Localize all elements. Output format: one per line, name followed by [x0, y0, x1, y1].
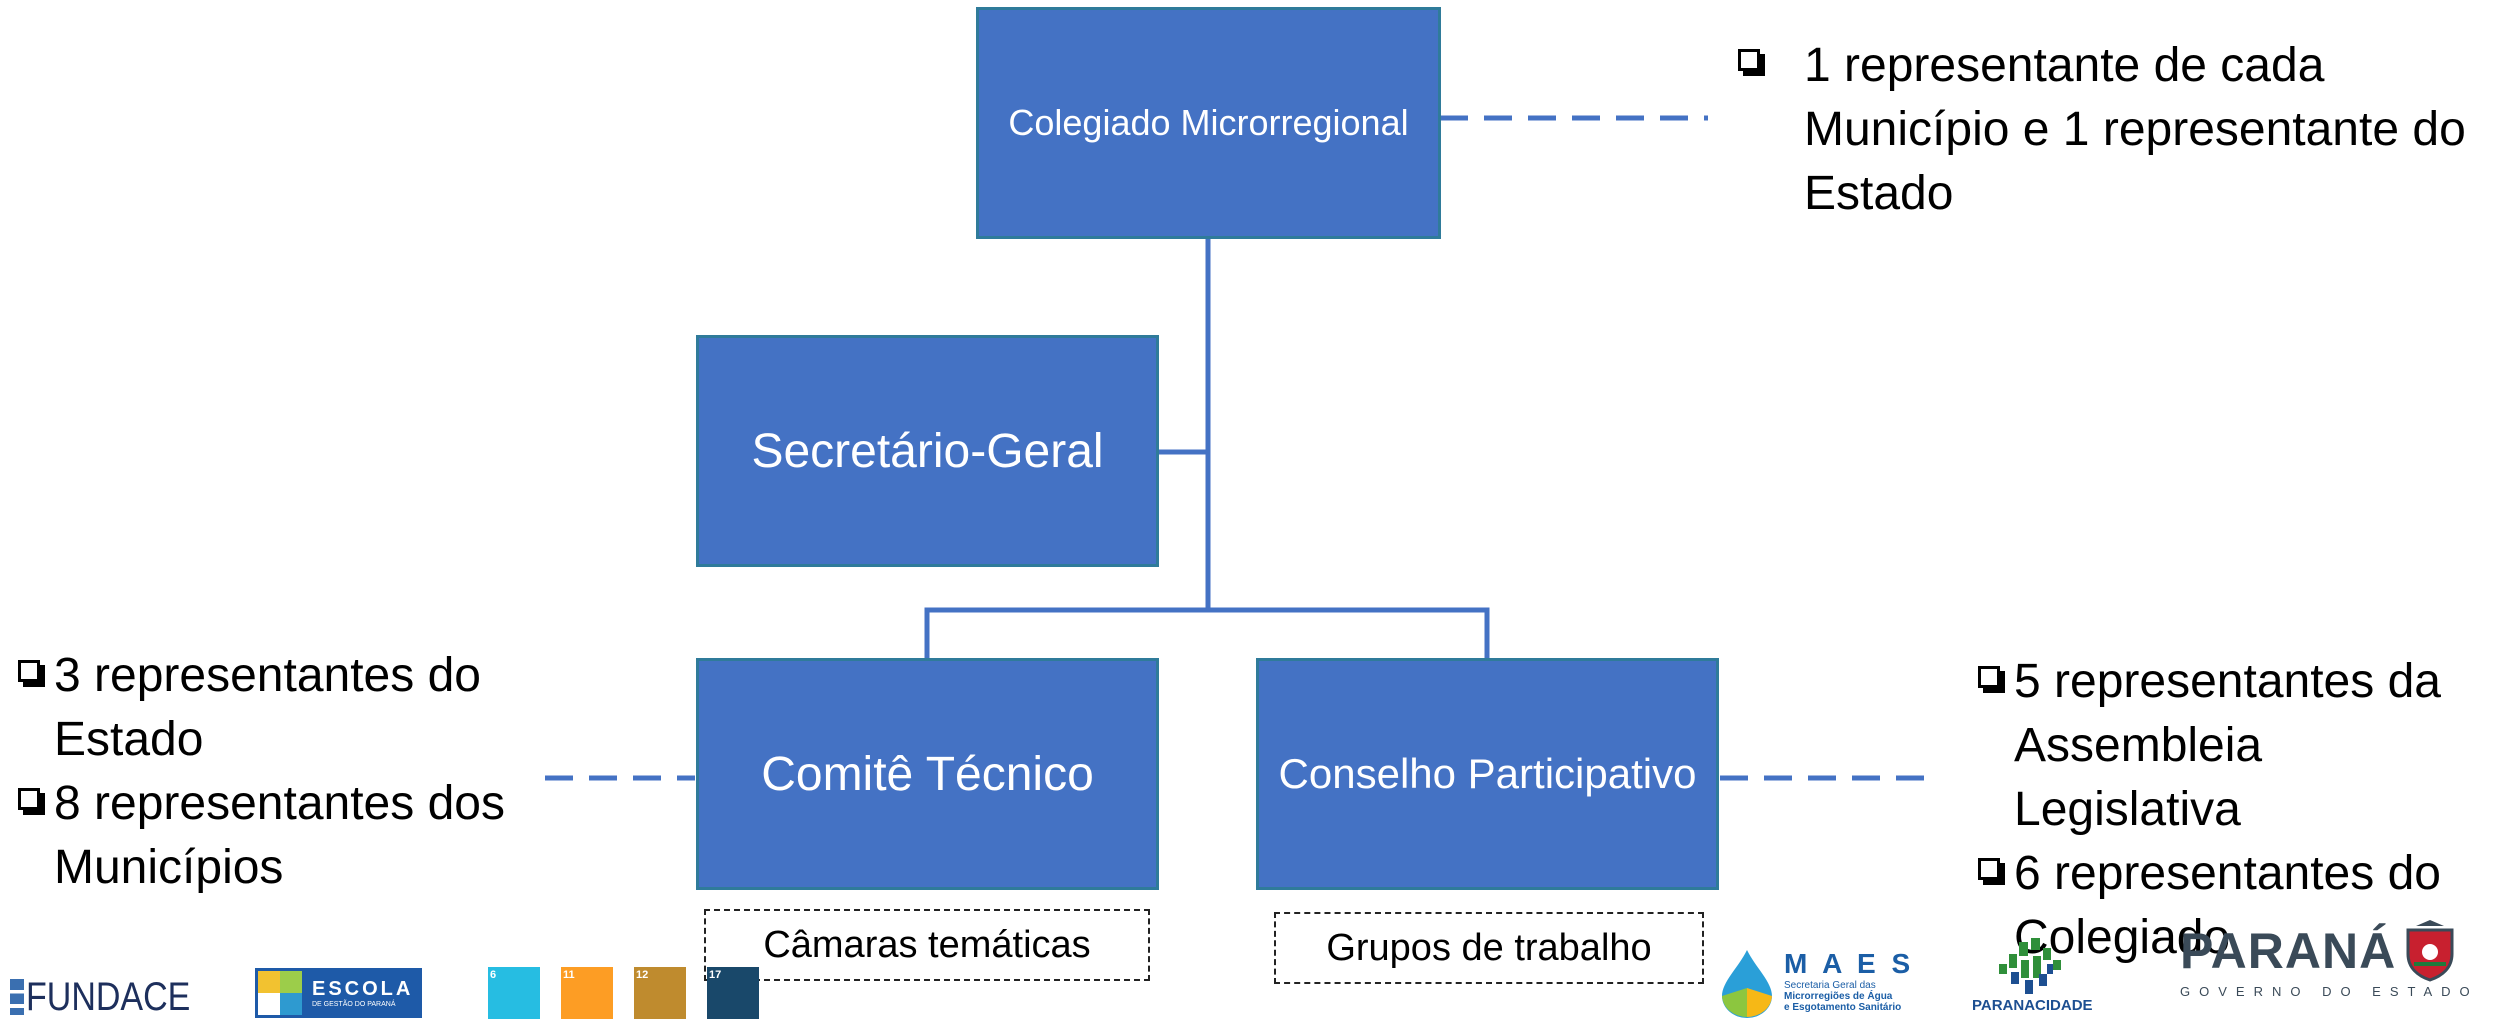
conselho-box: Conselho Participativo [1256, 658, 1719, 890]
camaras-label: Câmaras temáticas [763, 923, 1091, 966]
conselho-label: Conselho Participativo [1278, 750, 1697, 797]
water-drop-icon [1722, 950, 1772, 1018]
note-text: 5 representantes da Assembleia Legislati… [2014, 655, 2441, 836]
sdg-11-icon: 11 [561, 967, 613, 1019]
checkbox-icon [18, 788, 45, 815]
note-item: 3 representantes do Estado [18, 644, 538, 772]
checkbox-icon [1738, 49, 1765, 76]
checkbox-icon [1978, 666, 2005, 693]
maes-logo: M A E S Secretaria Geral das Microrregiõ… [1718, 948, 1914, 1018]
paranacidade-logo: PARANACIDADE [1972, 934, 2093, 1014]
branch-line [924, 607, 1490, 658]
comite-box: Comitê Técnico [696, 658, 1159, 890]
fundace-logo: FUNDACE [10, 975, 219, 1019]
city-blocks-icon [1999, 938, 2061, 994]
note-text: 8 representantes dos Municípios [54, 777, 505, 894]
colegiado-box: Colegiado Microrregional [976, 7, 1441, 239]
coat-of-arms-icon [2406, 920, 2454, 982]
comite-notes: 3 representantes do Estado 8 representan… [18, 644, 538, 900]
secretario-label: Secretário-Geral [751, 424, 1104, 478]
fundace-f-icon [10, 979, 24, 1015]
checkbox-icon [18, 660, 45, 687]
colegiado-label: Colegiado Microrregional [1008, 102, 1409, 143]
camaras-box: Câmaras temáticas [704, 909, 1150, 981]
note-item: 1 representante de cada Município e 1 re… [1738, 34, 2498, 226]
sdg-12-icon: 12 [634, 967, 686, 1019]
grupos-label: Grupos de trabalho [1326, 926, 1652, 969]
sdg-icons: 6 11 12 17 [488, 967, 759, 1019]
sdg-6-icon: 6 [488, 967, 540, 1019]
escola-mark-icon [258, 971, 302, 1015]
note-text: 3 representantes do Estado [54, 649, 481, 766]
note-text: 1 representante de cada Município e 1 re… [1804, 39, 2466, 220]
note-item: 8 representantes dos Municípios [18, 772, 538, 900]
escola-logo: ESCOLA DE GESTÃO DO PARANÁ [255, 968, 422, 1018]
comite-label: Comitê Técnico [761, 747, 1094, 801]
sdg-17-icon: 17 [707, 967, 759, 1019]
secretario-box: Secretário-Geral [696, 335, 1159, 567]
parana-logo: PARANÁ GOVERNO DO ESTADO [2180, 920, 2480, 999]
checkbox-icon [1978, 858, 2005, 885]
grupos-box: Grupos de trabalho [1274, 912, 1704, 984]
colegiado-notes: 1 representante de cada Município e 1 re… [1738, 34, 2498, 226]
note-item: 5 representantes da Assembleia Legislati… [1978, 650, 2500, 842]
